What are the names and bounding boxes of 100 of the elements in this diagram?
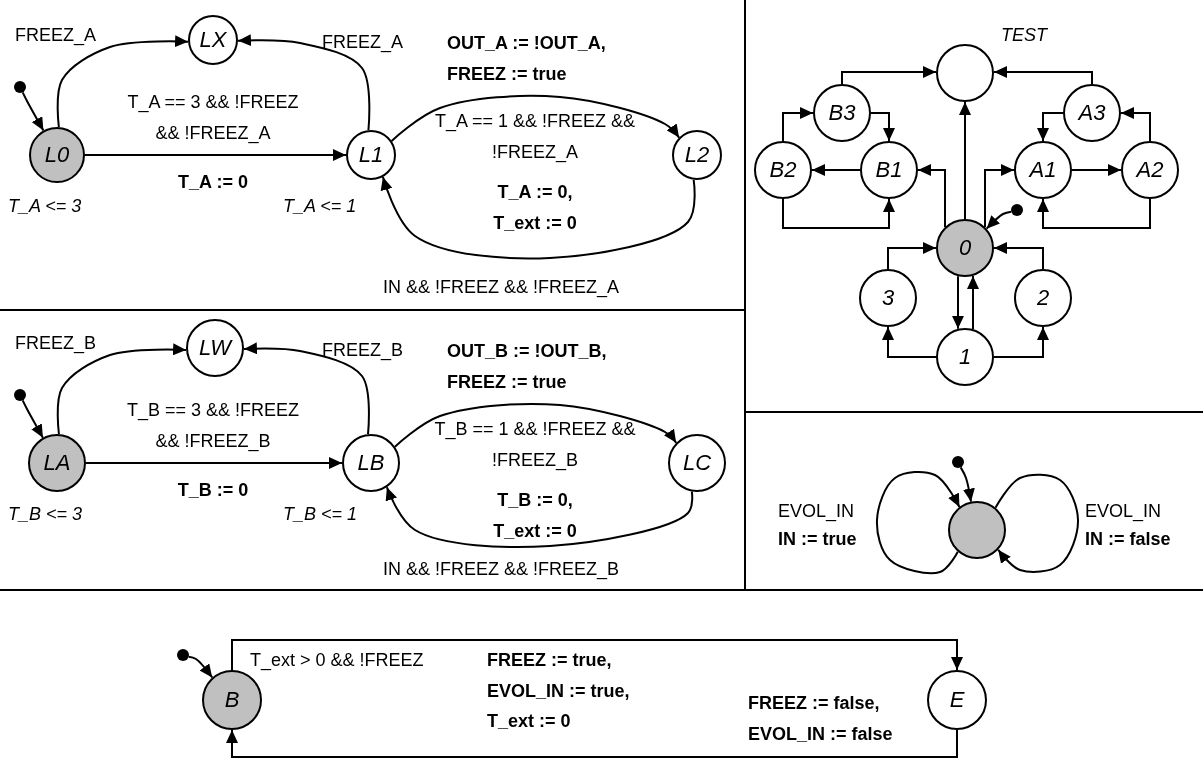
transition-arrow (85, 457, 343, 469)
transition-arrow (380, 175, 696, 260)
transition-arrow (393, 402, 678, 448)
guard-label: IN && !FREEZ && !FREEZ_A (383, 276, 621, 300)
transition-arrow (84, 149, 347, 161)
state-circle (860, 141, 918, 199)
state-name: A3 (1078, 102, 1106, 124)
guard-label: T_B == 3 && !FREEZ && !FREEZ_B (125, 399, 301, 454)
state-name: B3 (828, 102, 856, 124)
transition-arrow (226, 729, 958, 758)
state-name: 3 (881, 287, 895, 309)
update-label: FREEZ := false, EVOL_IN := false (748, 692, 894, 746)
transition-arrow (994, 473, 1079, 573)
guard-label: FREEZ_B (15, 332, 98, 356)
transition-arrow (917, 164, 946, 228)
transition-arrow (993, 242, 1044, 270)
transition-arrow (782, 198, 895, 229)
state-circle (936, 219, 994, 277)
update-label: T_A := 0, T_ext := 0 (492, 181, 578, 235)
guard-label: T_A == 1 && !FREEZ && !FREEZ_A (433, 110, 637, 165)
initial-dot (177, 649, 189, 661)
state-name: 1 (958, 346, 972, 368)
transition-arrow (841, 66, 937, 85)
state-name: L1 (358, 144, 384, 166)
update-label: OUT_A := !OUT_A, FREEZ := true (447, 32, 607, 86)
transition-arrow (231, 639, 963, 671)
initial-dot (14, 81, 26, 93)
guard-label: FREEZ_B (322, 339, 405, 363)
state-name: LB (357, 452, 385, 474)
state-name: LW (198, 337, 232, 359)
guard-label: FREEZ_A (15, 24, 98, 48)
transition-arrow (187, 655, 214, 679)
transition-arrow (21, 91, 45, 132)
transition-arrow (993, 66, 1093, 85)
transition-arrow (1037, 112, 1064, 142)
guard-label: T_B == 1 && !FREEZ && !FREEZ_B (433, 418, 637, 473)
initial-dot (952, 456, 964, 468)
transition-arrow (1120, 107, 1151, 142)
state-circle (948, 501, 1006, 559)
guard-label: T_ext > 0 && !FREEZ (250, 649, 425, 673)
guard-label: IN && !FREEZ && !FREEZ_B (383, 558, 621, 582)
state-circle (202, 670, 262, 730)
transition-arrow (385, 486, 694, 548)
state-circle (346, 130, 396, 180)
transition-arrow (984, 164, 1015, 228)
transition-arrow (952, 275, 964, 330)
state-circle (672, 130, 722, 180)
transition-arrow (237, 34, 371, 132)
update-label: T_B := 0 (176, 479, 250, 502)
state-circle (342, 434, 400, 492)
transition-arrow (870, 112, 895, 142)
state-annotation: T_B <= 1 (283, 503, 359, 526)
transition-arrow (993, 326, 1049, 358)
transition-arrow (967, 274, 979, 331)
state-name: LA (43, 452, 71, 474)
transition-arrow (21, 399, 44, 439)
guard-label: EVOL_IN (778, 500, 856, 524)
state-name: A2 (1136, 159, 1164, 181)
initial-dot (14, 389, 26, 401)
transition-arrow (56, 35, 190, 129)
state-name: E (949, 689, 965, 711)
update-label: IN := false (1085, 528, 1172, 551)
state-circle (186, 319, 244, 377)
transition-arrow (56, 343, 188, 436)
initial-dot (1011, 204, 1023, 216)
state-circle (813, 84, 871, 142)
state-circle (927, 670, 987, 730)
state-annotation: TEST (1001, 24, 1049, 47)
state-name: LX (199, 29, 227, 51)
state-circle (28, 434, 86, 492)
state-circle (188, 15, 238, 65)
transition-arrow (985, 210, 1013, 230)
update-label: OUT_B := !OUT_B, FREEZ := true (447, 340, 608, 394)
state-name: L2 (684, 144, 710, 166)
transition-arrow (811, 164, 861, 176)
state-circle (1014, 269, 1072, 327)
state-circle (1063, 84, 1121, 142)
state-annotation: T_A <= 3 (8, 195, 83, 218)
transition-arrow (390, 94, 681, 142)
state-name: LC (682, 452, 712, 474)
transition-arrow (782, 107, 814, 142)
state-circle (859, 269, 917, 327)
guard-label: T_A == 3 && !FREEZ && !FREEZ_A (126, 91, 300, 146)
transition-arrow (882, 326, 937, 358)
state-circle (1121, 141, 1179, 199)
state-circle (1014, 141, 1072, 199)
transition-arrow (1037, 198, 1151, 229)
state-name: L0 (44, 144, 70, 166)
transition-arrow (887, 242, 937, 270)
state-name: B2 (769, 159, 797, 181)
state-circle (754, 141, 812, 199)
state-annotation: T_A <= 1 (283, 195, 358, 218)
guard-label: EVOL_IN (1085, 500, 1163, 524)
state-circle (668, 434, 726, 492)
transition-arrow (959, 466, 975, 503)
state-name: B (224, 689, 240, 711)
guard-label: FREEZ_A (322, 31, 405, 55)
update-label: IN := true (778, 528, 858, 551)
update-label: FREEZ := true, EVOL_IN := true, T_ext := 0 (487, 649, 631, 734)
update-label: T_A := 0 (177, 171, 249, 194)
